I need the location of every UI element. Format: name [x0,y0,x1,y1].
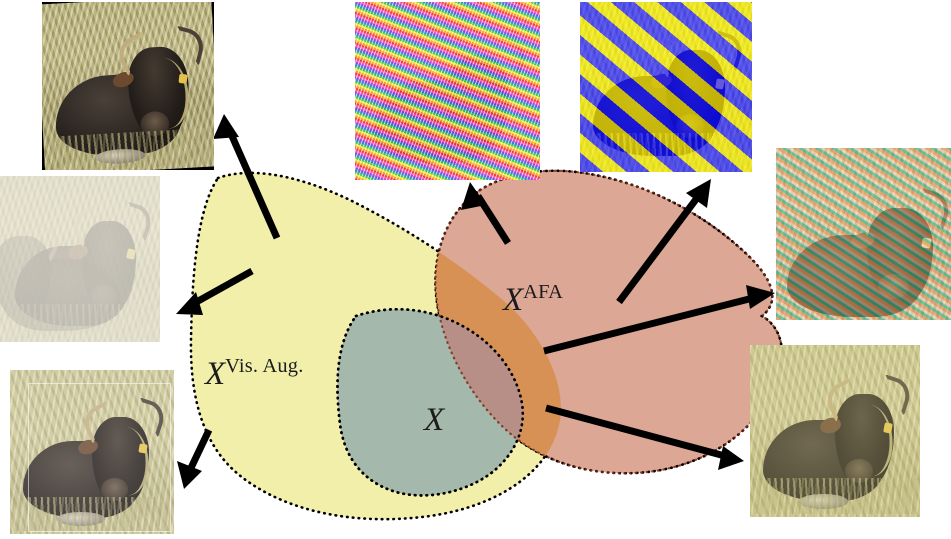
arrow-to-colorjitter-bull [177,428,213,489]
image-rotated-bull [42,2,214,170]
arrow-to-mint-orange-stripes [543,285,775,355]
vis-aug-label-sup: Vis. Aug. [225,355,304,377]
arrow-to-rainbow-noise [461,182,511,245]
afa-label: XAFA [503,282,563,317]
image-mixup-bull [0,176,160,342]
foreground-grass [583,133,749,169]
image-rainbow-noise [355,2,540,180]
bull-muzzle [457,120,487,146]
bull-ear-tag [177,73,188,85]
vis-aug-label: XVis. Aug. [205,356,304,391]
clean-label: X [424,404,444,437]
arrow-to-clean-bull [545,404,744,470]
afa-label-sup: AFA [523,281,564,303]
foreground-grass [753,477,917,514]
bull-ear-tag [920,237,932,249]
afa-label-base: X [503,282,524,318]
foreground-grass [13,496,171,531]
bull-muzzle [101,478,129,502]
image-mint-orange-stripes [776,148,951,320]
image-clean-bull [750,345,920,517]
vis-aug-label-base: X [205,356,226,392]
arrow-to-rotated-bull [213,114,281,240]
image-colorjitter-bull [10,370,174,534]
arrow-to-blue-gold-stripes [616,179,711,305]
bull-muzzle [877,274,909,299]
arrow-to-mixup-bull [176,267,254,315]
clean-label-base: X [424,402,445,438]
bull-ear-tag [714,78,725,90]
crop-frame [28,383,171,533]
image-blue-gold-stripes [580,2,752,172]
